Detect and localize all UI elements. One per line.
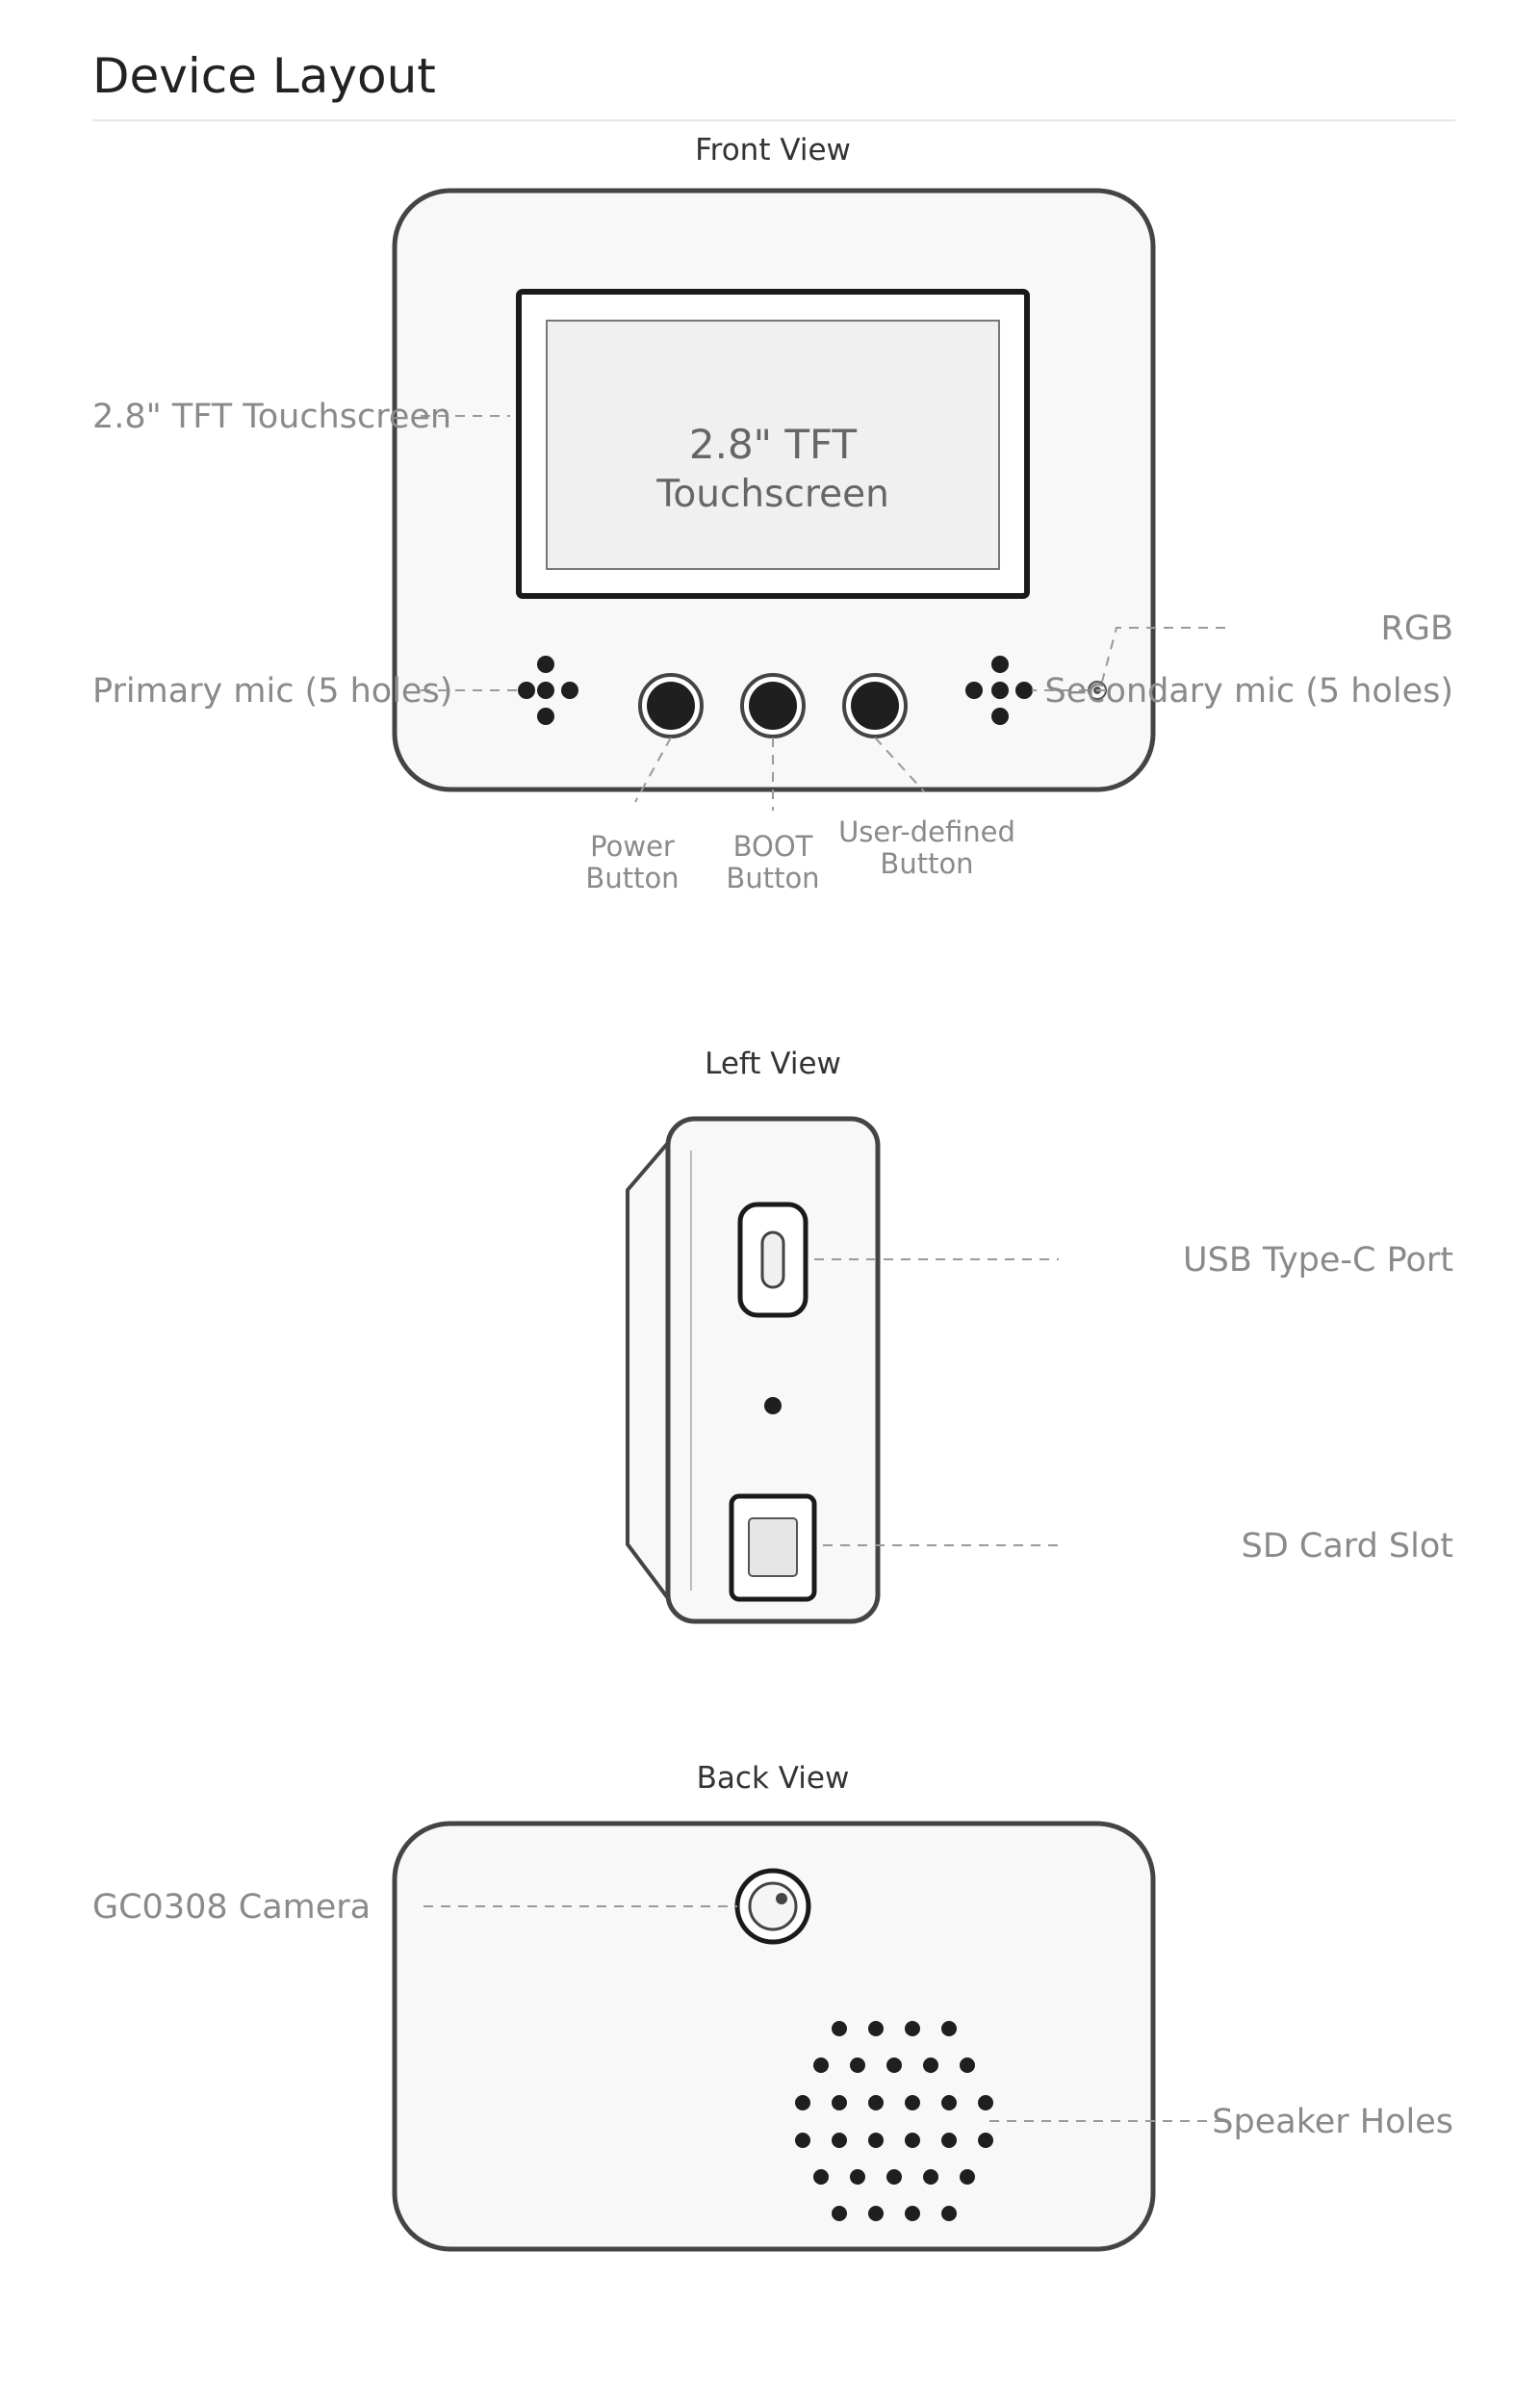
- speaker-hole: [905, 2095, 920, 2110]
- sd-callout: SD Card Slot: [1242, 1527, 1453, 1566]
- user-button-label: User-defined: [838, 815, 1015, 848]
- left-device-body: [665, 1116, 881, 1624]
- sd-card-slot[interactable]: [748, 1517, 798, 1577]
- speaker-hole: [905, 2133, 920, 2148]
- boot-button-label-2: Button: [726, 862, 819, 894]
- boot-button-label: BOOT: [733, 830, 813, 863]
- speaker-hole: [941, 2095, 957, 2110]
- power-button-leader: [634, 737, 672, 803]
- primary-mic-holes: [518, 656, 578, 725]
- speaker-hole: [850, 2169, 865, 2185]
- speaker-holes: [795, 2021, 993, 2221]
- speaker-hole: [886, 2058, 902, 2073]
- page-title: Device Layout: [92, 48, 436, 104]
- usb-callout: USB Type-C Port: [1183, 1241, 1453, 1280]
- speaker-hole: [832, 2206, 847, 2221]
- back-device-body: [392, 1821, 1156, 2252]
- speaker-hole: [905, 2206, 920, 2221]
- speaker-hole: [813, 2058, 829, 2073]
- speaker-hole: [795, 2095, 810, 2110]
- screen-label-line2: Touchscreen: [655, 473, 889, 516]
- screen-label-line1: 2.8" TFT: [689, 421, 858, 468]
- speaker-hole: [795, 2133, 810, 2148]
- touchscreen[interactable]: [546, 320, 1000, 570]
- secondary-mic-holes: [965, 656, 1033, 725]
- power-button-label-2: Button: [585, 862, 679, 894]
- speaker-hole: [886, 2169, 902, 2185]
- left-view-title: Left View: [705, 1047, 841, 1081]
- power-button-label: Power: [590, 830, 675, 863]
- touchscreen-callout: 2.8" TFT Touchscreen: [92, 398, 451, 436]
- speaker-hole: [905, 2021, 920, 2036]
- rgb-leader: [1101, 627, 1225, 683]
- front-view-title: Front View: [695, 133, 851, 168]
- speaker-hole: [813, 2169, 829, 2185]
- speaker-hole: [868, 2021, 884, 2036]
- speaker-hole: [960, 2169, 975, 2185]
- speaker-hole: [941, 2021, 957, 2036]
- usb-c-port[interactable]: [760, 1230, 785, 1289]
- speaker-callout: Speaker Holes: [1212, 2103, 1453, 2141]
- speaker-hole: [978, 2133, 993, 2148]
- speaker-hole: [868, 2095, 884, 2110]
- speaker-hole: [941, 2206, 957, 2221]
- speaker-hole: [832, 2133, 847, 2148]
- speaker-hole: [868, 2133, 884, 2148]
- speaker-hole: [832, 2021, 847, 2036]
- speaker-hole: [941, 2133, 957, 2148]
- speaker-hole: [832, 2095, 847, 2110]
- speaker-hole: [868, 2206, 884, 2221]
- back-view-title: Back View: [697, 1761, 850, 1796]
- reset-hole: [764, 1397, 782, 1414]
- camera-callout: GC0308 Camera: [92, 1888, 371, 1927]
- left-side-bevel: [626, 1141, 670, 1600]
- title-divider: [92, 119, 1455, 121]
- rgb-callout: RGB: [1381, 609, 1453, 648]
- camera: [734, 1868, 811, 1945]
- user-button-leader: [874, 737, 925, 792]
- boot-button[interactable]: [740, 673, 806, 738]
- speaker-hole: [978, 2095, 993, 2110]
- speaker-hole: [850, 2058, 865, 2073]
- speaker-hole: [960, 2058, 975, 2073]
- power-button[interactable]: [638, 673, 704, 738]
- speaker-hole: [923, 2058, 938, 2073]
- primary-mic-callout: Primary mic (5 holes): [92, 672, 452, 711]
- speaker-hole: [923, 2169, 938, 2185]
- user-button-label-2: Button: [880, 847, 973, 880]
- user-defined-button[interactable]: [842, 673, 908, 738]
- secondary-mic-callout: Secondary mic (5 holes): [1045, 672, 1453, 711]
